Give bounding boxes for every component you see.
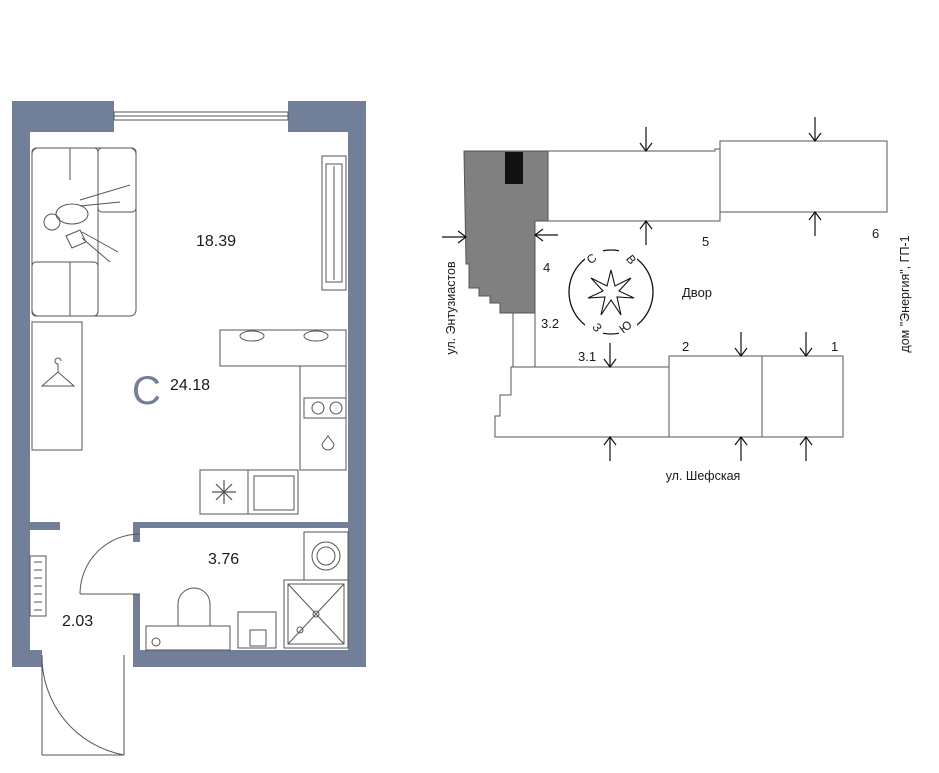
section-number-3-1: 3.1 xyxy=(578,349,596,364)
apartment-type-letter: C xyxy=(132,369,161,413)
entrance-arrows xyxy=(442,117,822,461)
bathroom-wall xyxy=(133,522,348,542)
bathroom-wall xyxy=(133,594,140,655)
room-area-hall: 2.03 xyxy=(62,613,93,630)
site-plan: С В Ю З Двор 1 2 3.1 3.2 4 5 6 ул. Шефск… xyxy=(442,117,912,483)
arrow-up-icon xyxy=(808,211,822,236)
toilet xyxy=(237,611,277,649)
arrow-up-icon xyxy=(799,436,813,461)
yard-label: Двор xyxy=(682,285,712,300)
exterior-wall xyxy=(12,650,42,667)
compass-star-icon xyxy=(587,269,635,316)
street-south-label: ул. Шефская xyxy=(666,469,741,483)
apartment-floorplan: 18.39 C 24.18 3.76 2.03 xyxy=(12,101,366,756)
section-number-3-2: 3.2 xyxy=(541,316,559,331)
snowflake-icon xyxy=(212,480,236,504)
room-area-living: 18.39 xyxy=(196,233,236,250)
bathroom-door xyxy=(79,533,141,595)
arrow-up-icon xyxy=(603,436,617,461)
arrow-down-icon xyxy=(734,332,748,357)
arrow-down-icon xyxy=(639,127,653,152)
arrow-down-icon xyxy=(603,343,617,368)
section-number-4: 4 xyxy=(543,260,550,275)
kitchen-counter xyxy=(199,329,347,515)
room-area-bathroom: 3.76 xyxy=(208,551,239,568)
building-section-6 xyxy=(719,140,888,213)
exterior-wall xyxy=(12,101,114,650)
sink xyxy=(145,587,231,651)
compass-rose: С В Ю З xyxy=(568,249,654,336)
building-section-2 xyxy=(668,355,763,438)
section-marker xyxy=(505,152,523,184)
entrance-door xyxy=(41,654,125,756)
shower xyxy=(283,579,349,649)
section-number-6: 6 xyxy=(872,226,879,241)
section-number-2: 2 xyxy=(682,339,689,354)
arrow-up-icon xyxy=(639,220,653,245)
building-section-1 xyxy=(761,355,844,438)
arrow-down-icon xyxy=(808,117,822,142)
selected-section-4 xyxy=(463,150,549,314)
arrow-up-icon xyxy=(734,436,748,461)
tv-unit xyxy=(321,155,347,291)
street-west-label: ул. Энтузиастов xyxy=(444,261,458,355)
street-east-label: дом "Энергия", ГП-1 xyxy=(898,235,912,352)
building-section-5 xyxy=(547,148,721,222)
radiator xyxy=(29,555,47,617)
washing-machine xyxy=(303,531,349,581)
person-icon xyxy=(43,184,131,263)
window xyxy=(113,111,289,121)
arrow-right-icon xyxy=(442,230,467,244)
building-section-3-2 xyxy=(512,312,536,368)
arrow-left-icon xyxy=(534,228,558,242)
room-area-total: 24.18 xyxy=(170,377,210,394)
sofa xyxy=(31,147,137,317)
hanger-icon xyxy=(40,357,76,387)
section-number-5: 5 xyxy=(702,234,709,249)
section-number-1: 1 xyxy=(831,339,838,354)
building-section-3-1 xyxy=(494,366,670,438)
arrow-down-icon xyxy=(799,332,813,357)
exterior-wall xyxy=(133,101,366,667)
wardrobe xyxy=(31,321,83,451)
